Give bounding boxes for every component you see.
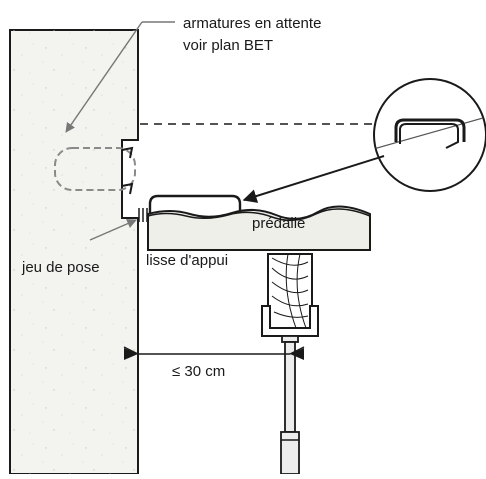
detail-callout-icon	[373, 78, 486, 192]
concrete-wall	[9, 29, 139, 475]
slab-rebar-stirrup	[148, 194, 242, 213]
rebar-hooks	[121, 146, 134, 195]
label-armatures-line1: armatures en attente	[183, 15, 321, 32]
label-predalle: prédalle	[252, 215, 305, 232]
predalle-slab	[147, 205, 371, 251]
armatures-leader	[65, 21, 175, 133]
timber-beam-icon	[267, 253, 313, 329]
label-armatures-line2: voir plan BET	[183, 37, 273, 54]
adjustable-prop	[280, 335, 300, 475]
prop-u-head	[261, 305, 319, 337]
detail-pointer-arrow	[242, 155, 385, 203]
label-distance: ≤ 30 cm	[172, 363, 225, 380]
hidden-rebar-loop	[54, 147, 136, 191]
jeu-de-pose-marks	[138, 208, 148, 222]
label-lisse-appui: lisse d'appui	[146, 252, 228, 269]
distance-dimension	[123, 346, 305, 360]
jeu-de-pose-leader	[89, 219, 137, 241]
label-jeu-de-pose: jeu de pose	[21, 259, 100, 276]
